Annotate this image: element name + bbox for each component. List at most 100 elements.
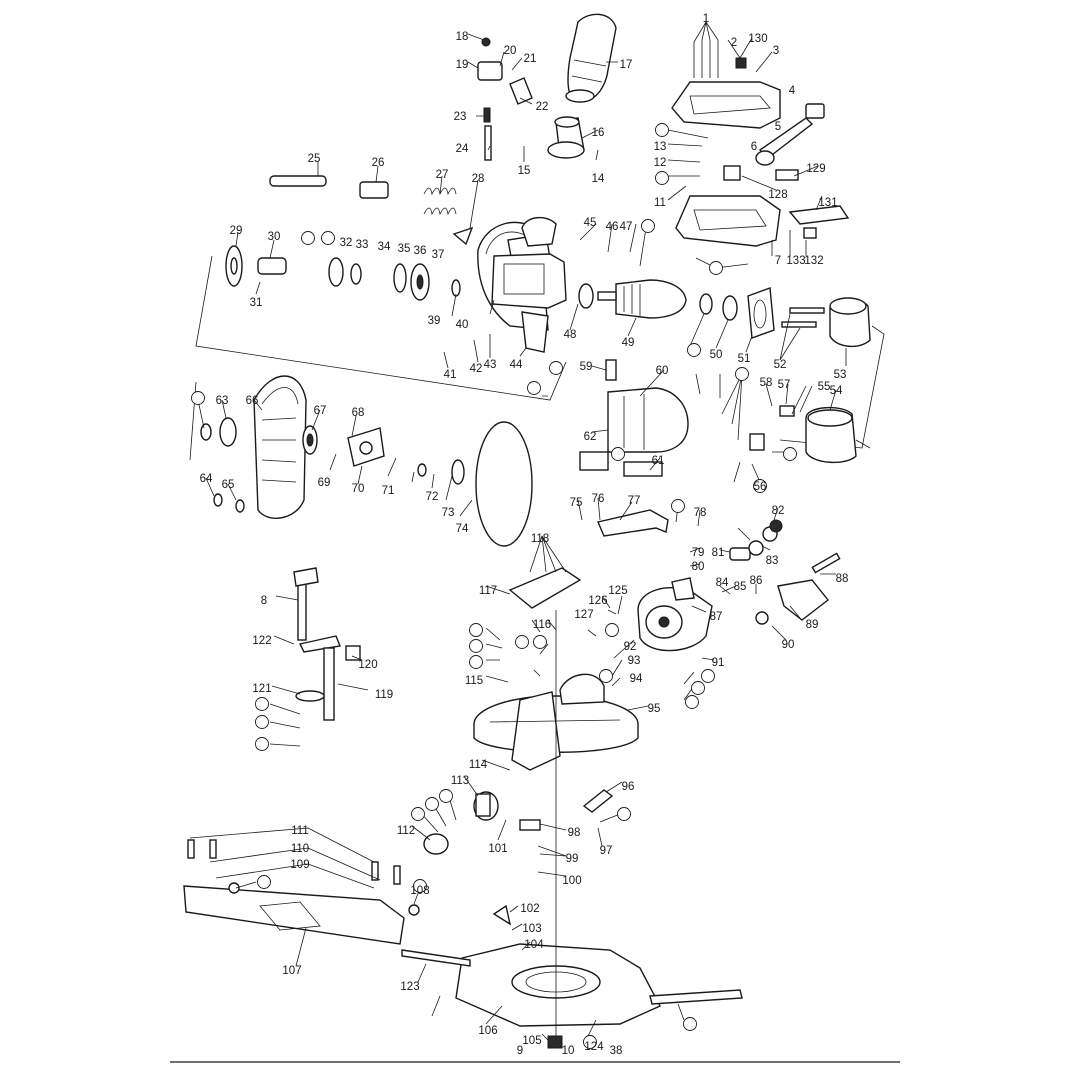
bearing-50-51: [699, 287, 775, 339]
callout-45: 45: [584, 217, 597, 229]
callout-24: 24: [456, 143, 469, 155]
callout-15: 15: [518, 165, 531, 177]
callout-ring: [735, 367, 749, 381]
motor-housing: [491, 253, 567, 309]
callout-54: 54: [830, 385, 843, 397]
callout-ring: [301, 231, 315, 245]
callout-79: 79: [692, 547, 705, 559]
callout-108: 108: [410, 885, 429, 897]
switch-cable-5: [755, 103, 825, 166]
callout-ring: [691, 681, 705, 695]
callout-131: 131: [818, 197, 837, 209]
callout-36: 36: [414, 245, 427, 257]
callout-37: 37: [432, 249, 445, 261]
callout-ring: [701, 669, 715, 683]
callout-115: 115: [465, 675, 483, 687]
callout-78: 78: [694, 507, 707, 519]
callout-133: 133: [786, 255, 805, 267]
callout-96: 96: [622, 781, 635, 793]
left-washer-stack: [225, 245, 461, 301]
callout-119: 119: [375, 689, 393, 701]
saw-blade-76: [417, 421, 533, 547]
callout-104: 104: [524, 939, 544, 951]
callout-23: 23: [454, 111, 467, 123]
callout-81: 81: [712, 547, 725, 559]
callout-28: 28: [472, 173, 485, 185]
callout-ring: [617, 807, 631, 821]
callout-111: 111: [291, 825, 308, 837]
callout-ring: [671, 499, 685, 513]
callout-65: 65: [222, 479, 235, 491]
callout-31: 31: [250, 297, 263, 309]
callout-80: 80: [692, 561, 705, 573]
bracket-99-101: [519, 789, 614, 831]
callout-101: 101: [488, 843, 507, 855]
callout-ring: [533, 635, 547, 649]
callout-123: 123: [400, 981, 419, 993]
callout-21: 21: [524, 53, 537, 65]
callout-ring: [549, 361, 563, 375]
callout-64: 64: [200, 473, 213, 485]
callout-75: 75: [570, 497, 583, 509]
callout-118: 118: [531, 533, 549, 545]
callout-95: 95: [648, 703, 661, 715]
top-housing: [671, 40, 781, 129]
callout-26: 26: [372, 157, 385, 169]
callout-10: 10: [562, 1045, 575, 1057]
callout-103: 103: [522, 923, 541, 935]
callout-63: 63: [216, 395, 229, 407]
callout-39: 39: [428, 315, 441, 327]
fence-plate-120: [508, 567, 582, 609]
callout-53: 53: [834, 369, 847, 381]
adjuster-83-86: [729, 519, 783, 561]
callout-4: 4: [789, 85, 796, 97]
callout-62: 62: [584, 431, 597, 443]
clamp-122-125: [293, 567, 361, 721]
callout-19: 19: [456, 59, 469, 71]
callout-38: 38: [610, 1045, 623, 1057]
callout-ring: [527, 381, 541, 395]
motor-body-60: [579, 359, 689, 477]
callout-116: 116: [533, 619, 551, 631]
callout-102: 102: [520, 903, 539, 915]
callout-46: 46: [606, 221, 619, 233]
callout-114: 114: [469, 759, 488, 771]
small-bracket-19: [477, 37, 533, 161]
callout-13: 13: [654, 141, 667, 153]
callout-106: 106: [478, 1025, 497, 1037]
callout-41: 41: [444, 369, 457, 381]
callout-93: 93: [628, 655, 641, 667]
callout-30: 30: [268, 231, 281, 243]
callout-ring: [687, 343, 701, 357]
callout-ring: [783, 447, 797, 461]
callout-ring: [255, 697, 269, 711]
callout-32: 32: [340, 237, 353, 249]
mount-plate-71: [347, 427, 385, 467]
lower-blade-guard-67: [253, 375, 307, 519]
callout-29: 29: [230, 225, 243, 237]
callout-55: 55: [818, 381, 831, 393]
callout-12: 12: [654, 157, 667, 169]
callout-49: 49: [622, 337, 635, 349]
armature-49: [578, 279, 687, 319]
flange-stack-left: [200, 417, 318, 513]
callout-43: 43: [484, 359, 497, 371]
callout-6: 6: [751, 141, 757, 153]
callout-ring: [425, 797, 439, 811]
callout-74: 74: [456, 523, 469, 535]
handle-grip: [565, 13, 617, 103]
callout-113: 113: [451, 775, 469, 787]
callout-ring: [439, 789, 453, 803]
callout-52: 52: [774, 359, 787, 371]
callout-132: 132: [804, 255, 823, 267]
callout-85: 85: [734, 581, 747, 593]
callout-ring: [257, 875, 271, 889]
callout-71: 71: [382, 485, 395, 497]
callout-100: 100: [562, 875, 581, 887]
callout-121: 121: [252, 683, 271, 695]
handle-collar: [547, 116, 585, 159]
callout-109: 109: [290, 859, 309, 871]
callout-ring: [255, 715, 269, 729]
row2-boundary-left: [195, 255, 567, 401]
